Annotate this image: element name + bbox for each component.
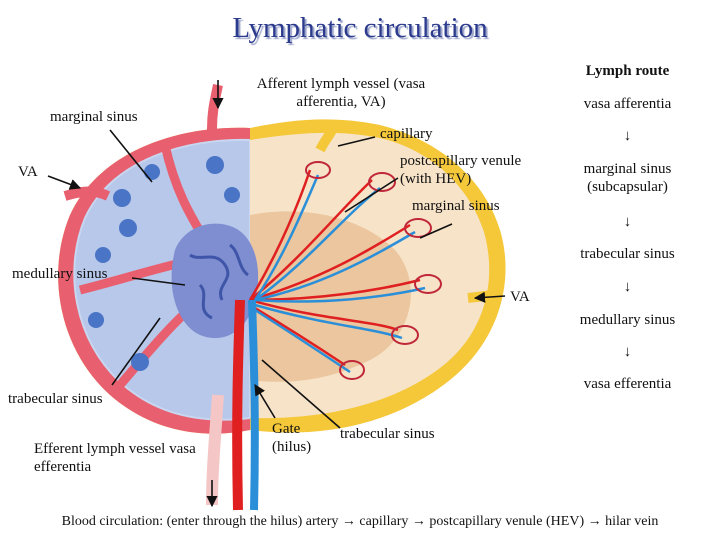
- leader-capillary: [337, 136, 376, 147]
- germinal-texture: [189, 243, 249, 320]
- label-marginal-sinus-right: marginal sinus: [412, 198, 500, 214]
- leader-postcapillary: [344, 177, 399, 213]
- label-medullary-sinus: medullary sinus: [12, 266, 108, 282]
- leader-trabecular-bottom: [261, 359, 341, 429]
- route-arrow-1: ↓: [623, 128, 632, 144]
- capillary-loops: [305, 161, 442, 380]
- route-arrow-4: ↓: [623, 344, 632, 360]
- hilar-vein: [248, 299, 259, 511]
- hilar-artery: [232, 299, 245, 511]
- route-step-4: medullary sinus: [579, 312, 676, 328]
- label-trabecular-sinus-left: trabecular sinus: [8, 391, 103, 407]
- label-va-left: VA: [18, 164, 38, 180]
- afferent-vessel-top: [207, 84, 223, 131]
- efferent-lymph-vessel: [206, 394, 224, 506]
- artery-branches: [248, 169, 421, 367]
- arrow-va-left: [47, 175, 82, 190]
- route-step-2: marginal sinus (subcapsular): [583, 161, 672, 195]
- label-postcapillary-venule: postcapillary venule (with HEV): [400, 153, 522, 187]
- leader-trabecular-left: [111, 317, 161, 386]
- route-arrow-3: ↓: [623, 279, 632, 295]
- label-gate-hilus: Gate (hilus): [272, 421, 312, 455]
- leader-medullary-sinus: [131, 277, 186, 286]
- label-va-right: VA: [510, 289, 530, 305]
- leader-marginal-sinus-right: [419, 223, 453, 239]
- lymph-route-heading: Lymph route: [585, 63, 670, 79]
- route-arrow-2: ↓: [623, 214, 632, 230]
- leader-marginal-sinus-left: [109, 129, 153, 183]
- arrow-va-right: [473, 291, 506, 303]
- label-efferent-vessel: Efferent lymph vessel vasa efferentia: [34, 441, 196, 475]
- page-title: Lymphatic circulation: [232, 12, 488, 44]
- label-marginal-sinus-left: marginal sinus: [50, 109, 138, 125]
- label-afferent-vessel: Afferent lymph vessel (vasa afferentia, …: [256, 76, 426, 110]
- germinal-center: [171, 223, 259, 339]
- route-step-3: trabecular sinus: [580, 246, 675, 262]
- footer-caption: Blood circulation: (enter through the hi…: [61, 514, 659, 529]
- arrow-gate: [254, 384, 276, 419]
- label-trabecular-sinus-bottom: trabecular sinus: [340, 426, 435, 442]
- afferent-vessel-capillary: [315, 125, 338, 153]
- label-capillary: capillary: [380, 126, 433, 142]
- route-step-1: vasa afferentia: [583, 96, 672, 112]
- route-step-5: vasa efferentia: [583, 376, 672, 392]
- cortex-left: [73, 138, 250, 421]
- afferent-vessel-left: [63, 186, 111, 201]
